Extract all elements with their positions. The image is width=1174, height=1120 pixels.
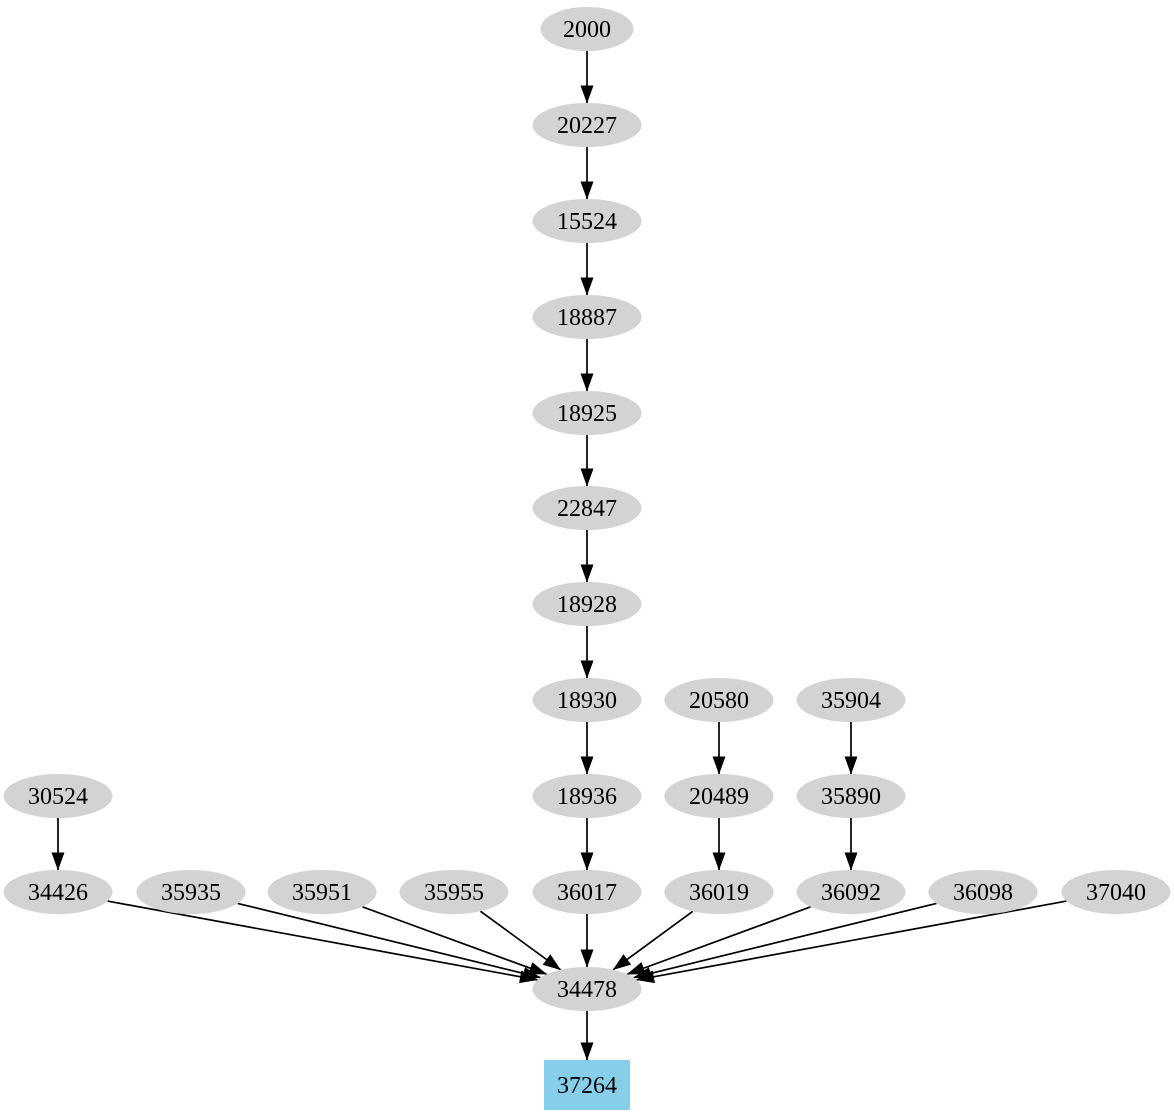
node-20227-shape [532, 103, 642, 147]
node-22847: 22847 [532, 486, 642, 530]
node-18887: 18887 [532, 295, 642, 339]
node-34426-shape [3, 870, 113, 914]
node-20580-shape [664, 678, 774, 722]
node-22847-label: 22847 [557, 496, 617, 522]
node-36092-shape [796, 870, 906, 914]
node-15524-label: 15524 [557, 209, 617, 235]
node-18936: 18936 [532, 774, 642, 818]
node-22847-shape [532, 486, 642, 530]
node-20489: 20489 [664, 774, 774, 818]
node-37264: 37264 [544, 1060, 630, 1110]
node-36019: 36019 [664, 870, 774, 914]
node-37040-label: 37040 [1086, 880, 1146, 906]
node-35951-shape [267, 870, 377, 914]
edge-36092-34478 [626, 906, 811, 975]
edge-36098-34478 [633, 902, 937, 980]
node-20580: 20580 [664, 678, 774, 722]
node-35890: 35890 [796, 774, 906, 818]
node-18930: 18930 [532, 678, 642, 722]
node-35951-label: 35951 [292, 880, 352, 906]
node-35955: 35955 [399, 870, 509, 914]
node-36092-label: 36092 [821, 880, 881, 906]
node-15524: 15524 [532, 199, 642, 243]
node-30524-label: 30524 [28, 784, 88, 810]
edge-34426-34478 [107, 900, 538, 984]
node-35904-label: 35904 [821, 688, 881, 714]
node-35955-shape [399, 870, 509, 914]
node-18928-label: 18928 [557, 592, 617, 618]
node-35904-shape [796, 678, 906, 722]
node-36019-label: 36019 [689, 880, 749, 906]
node-18936-shape [532, 774, 642, 818]
node-36092: 36092 [796, 870, 906, 914]
node-37264-shape [544, 1060, 630, 1110]
node-2000-label: 2000 [563, 17, 611, 43]
node-30524: 30524 [3, 774, 113, 818]
node-18925-label: 18925 [557, 401, 617, 427]
node-35951: 35951 [267, 870, 377, 914]
node-18925: 18925 [532, 391, 642, 435]
node-2000: 2000 [540, 7, 634, 51]
node-37264-label: 37264 [557, 1073, 617, 1099]
node-35935-label: 35935 [161, 880, 221, 906]
node-18930-label: 18930 [557, 688, 617, 714]
node-36098: 36098 [928, 870, 1038, 914]
node-30524-shape [3, 774, 113, 818]
node-35890-label: 35890 [821, 784, 881, 810]
node-36017-shape [532, 870, 642, 914]
node-36019-shape [664, 870, 774, 914]
node-18930-shape [532, 678, 642, 722]
node-35890-shape [796, 774, 906, 818]
node-36017-label: 36017 [557, 880, 617, 906]
node-35955-label: 35955 [424, 880, 484, 906]
node-18928: 18928 [532, 582, 642, 626]
node-18925-shape [532, 391, 642, 435]
node-34426-label: 34426 [28, 880, 88, 906]
node-34426: 34426 [3, 870, 113, 914]
node-36098-shape [928, 870, 1038, 914]
node-18936-label: 18936 [557, 784, 617, 810]
node-36017: 36017 [532, 870, 642, 914]
node-2000-shape [540, 7, 634, 51]
node-37040: 37040 [1061, 870, 1171, 914]
node-18887-label: 18887 [557, 305, 617, 331]
node-18887-shape [532, 295, 642, 339]
node-15524-shape [532, 199, 642, 243]
node-37040-shape [1061, 870, 1171, 914]
node-34478-shape [532, 967, 642, 1011]
node-36098-label: 36098 [953, 880, 1013, 906]
node-20227: 20227 [532, 103, 642, 147]
node-35935-shape [136, 870, 246, 914]
node-34478: 34478 [532, 967, 642, 1011]
node-34478-label: 34478 [557, 977, 617, 1003]
node-20227-label: 20227 [557, 113, 617, 139]
node-35935: 35935 [136, 870, 246, 914]
node-35904: 35904 [796, 678, 906, 722]
edge-35951-34478 [362, 906, 548, 975]
node-20489-label: 20489 [689, 784, 749, 810]
edge-36019-34478 [612, 910, 694, 971]
node-20489-shape [664, 774, 774, 818]
edge-37040-34478 [636, 900, 1067, 984]
edge-35955-34478 [479, 910, 562, 971]
node-20580-label: 20580 [689, 688, 749, 714]
node-18928-shape [532, 582, 642, 626]
edge-35935-34478 [237, 902, 541, 980]
